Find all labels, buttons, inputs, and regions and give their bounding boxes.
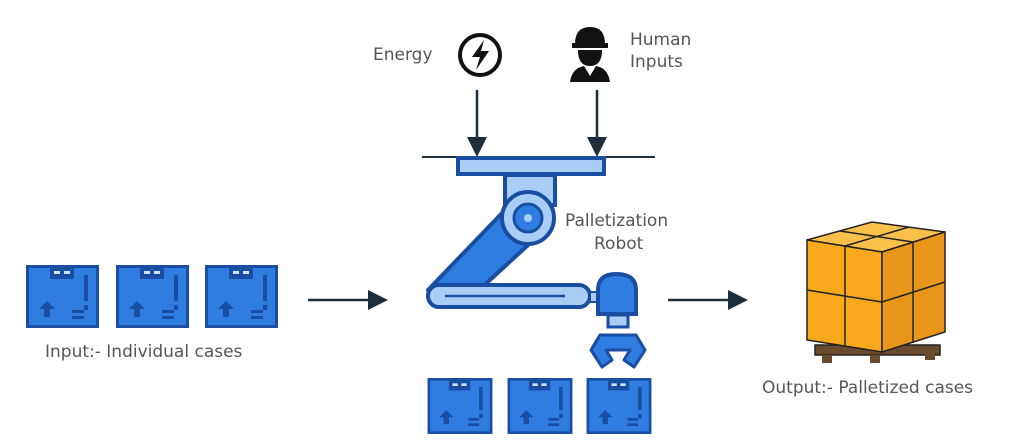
- worker-icon: [570, 27, 610, 82]
- input-case-box-3: [205, 265, 278, 328]
- input-label: Input:- Individual cases: [45, 342, 243, 362]
- palletized-cases-icon: [806, 221, 946, 363]
- output-label: Output:- Palletized cases: [762, 378, 974, 398]
- robot-case-box-1: [427, 378, 493, 434]
- robot-label-line2: Robot: [594, 234, 644, 254]
- robot-label-line1: Palletization: [565, 211, 669, 231]
- robot-case-box-2: [507, 378, 573, 434]
- palletization-robot-icon: [426, 156, 647, 369]
- energy-icon: [458, 33, 502, 77]
- input-case-box-2: [116, 265, 189, 328]
- human-inputs-label-line2: Inputs: [630, 52, 683, 72]
- energy-label: Energy: [373, 45, 433, 65]
- input-case-box-1: [26, 265, 99, 328]
- robot-case-box-3: [586, 378, 652, 434]
- human-inputs-label-line1: Human: [630, 30, 692, 50]
